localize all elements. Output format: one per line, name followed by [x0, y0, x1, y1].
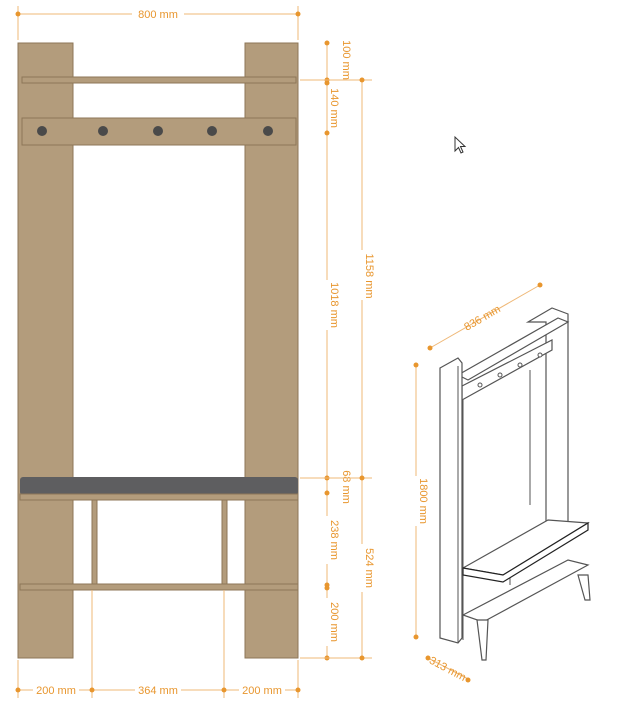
iso-top-shelf	[456, 317, 570, 381]
seat-to-shelf-dim: 238 mm	[328, 520, 340, 560]
seat-cushion	[20, 477, 298, 495]
width-label: 800 mm	[138, 9, 178, 21]
left-divider	[91, 499, 98, 585]
seat-dim: 68 mm	[340, 470, 352, 504]
iso-lower-shelf	[461, 559, 590, 623]
right-section-dim: 200 mm	[242, 685, 282, 697]
shelf-to-seat-dim: 1158 mm	[363, 253, 375, 298]
middle-section-dim: 364 mm	[138, 685, 178, 697]
hook-icon	[98, 126, 108, 136]
iso-depth-label: 313 mm	[427, 655, 468, 684]
coat-hooks	[37, 126, 273, 136]
hook-rail	[21, 117, 297, 146]
iso-front-leg	[476, 619, 489, 661]
hook-icon	[37, 126, 47, 136]
front-view	[17, 42, 299, 659]
hook-icon	[207, 126, 217, 136]
right-divider	[221, 499, 228, 585]
top-shelf-dim: 100 mm	[340, 40, 352, 80]
rail-to-seat-dim: 1018 mm	[328, 282, 340, 328]
left-section-dim: 200 mm	[36, 685, 76, 697]
iso-width-label: 836 mm	[462, 303, 502, 333]
iso-hooks	[477, 352, 543, 388]
hook-rail-dim: 140 mm	[328, 88, 340, 128]
leg-height-dim: 200 mm	[328, 602, 340, 642]
dimension-width: 800 mm	[15, 6, 301, 40]
dimension-right-outer: 1158 mm 524 mm	[300, 77, 375, 661]
iso-dimension-depth: 313 mm	[425, 655, 471, 684]
iso-dimension-height: 1800 mm	[410, 362, 429, 640]
lower-total-dim: 524 mm	[363, 548, 375, 588]
iso-left-panel	[439, 357, 463, 644]
iso-seat-board	[462, 521, 589, 583]
dimension-bottom: 200 mm 364 mm 200 mm	[15, 590, 301, 698]
iso-height-label: 1800 mm	[417, 478, 429, 524]
hook-icon	[153, 126, 163, 136]
lower-shelf	[19, 583, 299, 591]
top-shelf	[21, 76, 297, 84]
iso-back-leg	[577, 574, 591, 601]
mouse-cursor-icon	[454, 135, 467, 154]
seat-board	[19, 493, 299, 501]
isometric-view	[439, 307, 591, 661]
hook-icon	[263, 126, 273, 136]
dimension-right-inner: 100 mm 140 mm 1018 mm 68 mm 238 mm 200 m…	[321, 40, 352, 661]
